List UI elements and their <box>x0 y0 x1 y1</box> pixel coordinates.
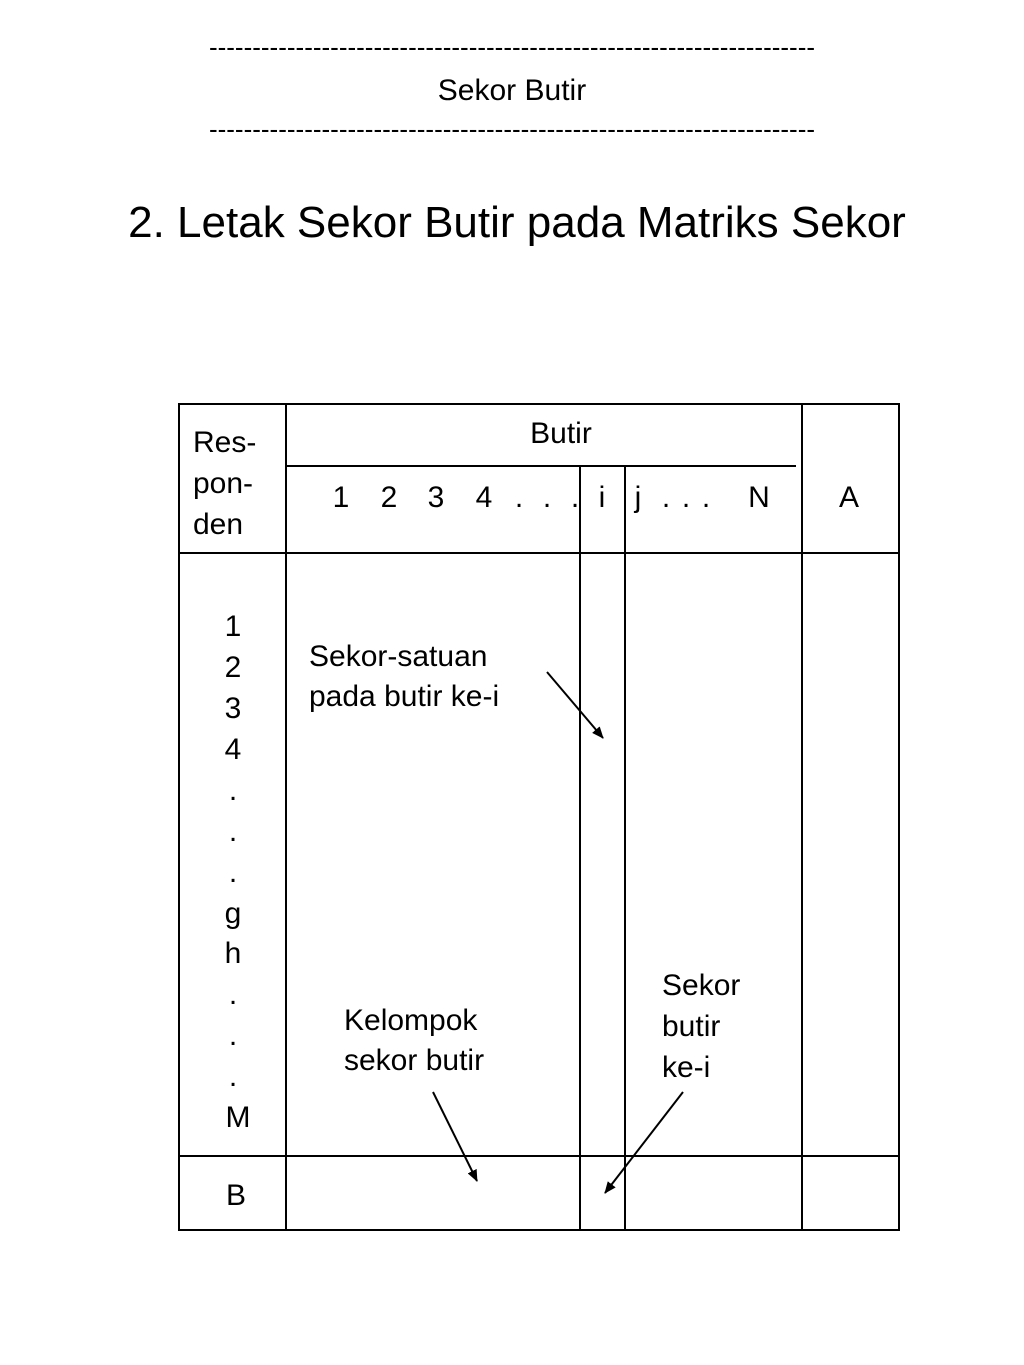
item-label-dot: . <box>543 481 551 514</box>
butir-header: Butir <box>530 417 592 450</box>
respondent-label-1: 1 <box>225 610 242 643</box>
total-column-header: A <box>839 481 859 514</box>
dashed-rule-top: ----------------------------------------… <box>208 32 816 62</box>
item-label-dot: . <box>571 481 579 514</box>
slide-title: 2. Letak Sekor Butir pada Matriks Sekor <box>128 198 906 247</box>
respondent-label-dot: . <box>229 856 237 889</box>
respondent-label-dot: . <box>229 978 237 1011</box>
item-label-i: i <box>599 481 606 514</box>
unit-score-annotation-line-1: Sekor-satuan <box>309 640 487 673</box>
total-row-label: B <box>226 1179 246 1212</box>
item-label-dot: . <box>702 481 710 514</box>
section-label: Sekor Butir <box>437 74 587 107</box>
matrix-grid <box>178 403 900 1231</box>
respondent-label-dot: . <box>229 815 237 848</box>
matrix-border <box>178 403 900 1231</box>
respondent-header-line-3: den <box>193 508 243 541</box>
item-label-dot: . <box>682 481 690 514</box>
respondent-label-3: 3 <box>225 692 242 725</box>
score-group-annotation-line-1: Kelompok <box>344 1004 478 1037</box>
item-label-j: j <box>634 481 642 514</box>
unit-score-annotation-line-2: pada butir ke-i <box>309 680 499 713</box>
respondent-label-dot: . <box>229 774 237 807</box>
respondent-header-line-2: pon- <box>193 467 253 500</box>
respondent-label-2: 2 <box>225 651 242 684</box>
respondent-header-line-1: Res- <box>193 426 256 459</box>
respondent-label-m: M <box>226 1101 251 1134</box>
dashed-rule-bottom: ----------------------------------------… <box>208 114 816 144</box>
item-label-4: 4 <box>476 481 493 514</box>
item-score-annotation-line-3: ke-i <box>662 1051 710 1084</box>
item-label-2: 2 <box>381 481 398 514</box>
score-group-annotation-line-2: sekor butir <box>344 1044 484 1077</box>
respondent-label-g: g <box>225 897 242 930</box>
item-score-annotation-line-1: Sekor <box>662 969 740 1002</box>
respondent-label-dot: . <box>229 1060 237 1093</box>
item-label-3: 3 <box>428 481 445 514</box>
item-score-annotation-line-2: butir <box>662 1010 720 1043</box>
score-group-arrow <box>432 1091 478 1182</box>
unit-score-arrow <box>546 671 604 739</box>
respondent-label-4: 4 <box>225 733 242 766</box>
item-label-dot: . <box>515 481 523 514</box>
item-label-n: N <box>748 481 770 514</box>
item-label-dot: . <box>662 481 670 514</box>
respondent-label-dot: . <box>229 1019 237 1052</box>
respondent-label-h: h <box>225 937 242 970</box>
item-label-1: 1 <box>333 481 350 514</box>
item-score-arrow <box>604 1091 684 1194</box>
